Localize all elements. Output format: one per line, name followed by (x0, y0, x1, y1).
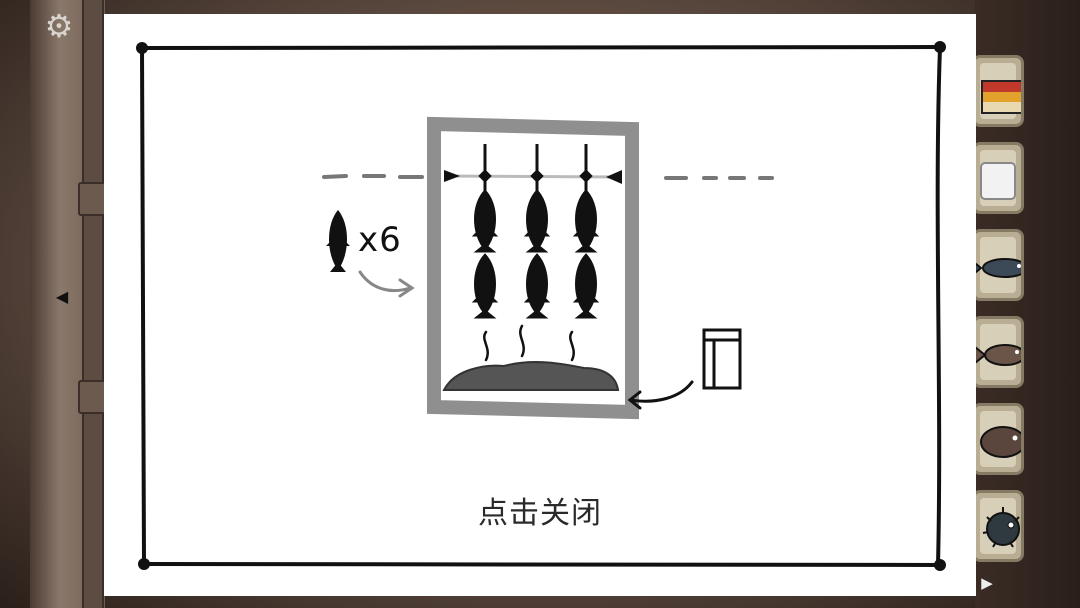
grey-curved-arrow (358, 270, 415, 298)
smoker-hint-popup[interactable]: x6 点击关闭 (104, 14, 976, 596)
smoke-squiggles (483, 324, 575, 362)
hanging-fish (471, 144, 600, 319)
nav-right-triangle-icon[interactable]: ▶ (981, 574, 993, 592)
black-curved-arrow (627, 380, 694, 410)
dashed-rod-line (322, 174, 774, 180)
coal-pile (442, 361, 620, 391)
inventory-slot-3[interactable] (972, 229, 1024, 301)
fish-icon (975, 344, 1021, 366)
popup-frame-border (140, 45, 942, 567)
settings-gear-icon[interactable]: ⚙ (44, 7, 74, 45)
pufferfish-icon (982, 507, 1020, 548)
hint-illustration (136, 41, 946, 571)
matchbox-icon (702, 328, 742, 390)
inventory-slot-4[interactable] (972, 316, 1024, 388)
tap-to-close-label[interactable]: 点击关闭 (478, 496, 602, 531)
fish-icon (975, 258, 1021, 278)
pipe (82, 0, 104, 608)
fish-silhouette-icon (326, 210, 350, 272)
flag-card-icon (981, 80, 1021, 114)
cloth-icon (980, 162, 1016, 200)
nav-left-triangle-icon[interactable]: ◀ (55, 287, 69, 306)
inventory-slot-2[interactable] (972, 142, 1024, 214)
fish-count-label: x6 (358, 220, 402, 260)
inventory-slot-5[interactable] (972, 403, 1024, 475)
smoker-frame (427, 116, 639, 420)
left-wall (30, 0, 108, 608)
inventory-slot-6[interactable] (972, 490, 1024, 562)
inventory-slot-1[interactable] (972, 55, 1024, 127)
fish-head-icon (980, 426, 1021, 458)
